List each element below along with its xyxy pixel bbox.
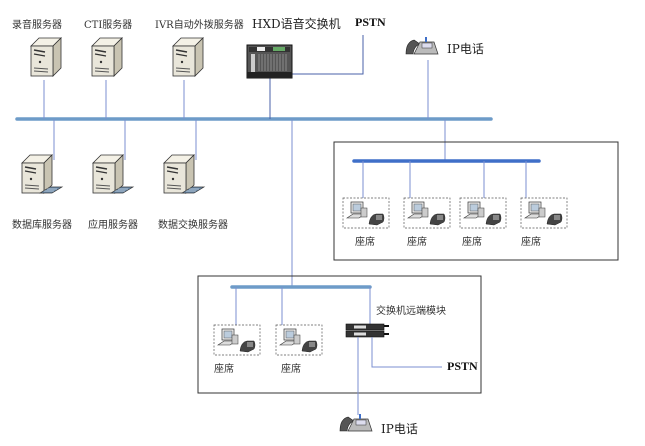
agent-seat-icon — [459, 197, 507, 229]
server-with-keyboard-icon — [92, 154, 134, 194]
server-with-keyboard-icon — [21, 154, 63, 194]
ip-phone-label: IP电话 — [447, 42, 484, 56]
ip-phone-label: IP电话 — [381, 422, 418, 436]
server-label: 录音服务器 — [12, 20, 62, 31]
agent-seat-icon — [213, 324, 261, 356]
remote-module-label: 交换机远端模块 — [376, 306, 446, 317]
server-with-keyboard-icon — [163, 154, 205, 194]
server-label: 数据交换服务器 — [158, 220, 228, 231]
pstn-label: PSTN — [355, 15, 386, 29]
seat-label: 座席 — [407, 237, 427, 248]
server-label: CTI服务器 — [84, 20, 133, 31]
remote-switch-module-icon — [345, 323, 389, 338]
agent-seat-icon — [342, 197, 390, 229]
ip-phone-icon — [405, 36, 439, 55]
server-tower-icon — [91, 37, 123, 77]
pstn-label: PSTN — [447, 359, 478, 373]
remote-site-frame — [197, 275, 482, 394]
agent-seat-icon — [520, 197, 568, 229]
server-label: IVR自动外拨服务器 — [155, 20, 244, 31]
server-label: 数据库服务器 — [12, 220, 72, 231]
server-label: 应用服务器 — [88, 220, 138, 231]
local-seat-group-frame — [333, 141, 619, 261]
ip-phone-icon — [339, 413, 373, 432]
seat-label: 座席 — [521, 237, 541, 248]
voice-switch-rack-icon — [246, 44, 293, 79]
seat-label: 座席 — [281, 364, 301, 375]
agent-seat-icon — [275, 324, 323, 356]
server-tower-icon — [30, 37, 62, 77]
seat-label: 座席 — [214, 364, 234, 375]
seat-label: 座席 — [462, 237, 482, 248]
server-tower-icon — [172, 37, 204, 77]
switch-label: HXD语音交换机 — [252, 17, 341, 31]
seat-label: 座席 — [355, 237, 375, 248]
agent-seat-icon — [403, 197, 451, 229]
